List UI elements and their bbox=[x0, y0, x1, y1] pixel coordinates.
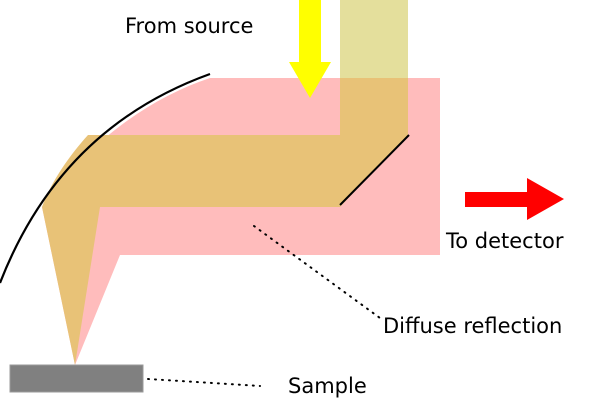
incident-beam-entry bbox=[340, 0, 408, 78]
source-arrow bbox=[289, 0, 331, 98]
detector-label: To detector bbox=[445, 229, 564, 253]
detector-arrow bbox=[465, 178, 564, 220]
source-label: From source bbox=[125, 14, 253, 38]
diffuse-reflection-label: Diffuse reflection bbox=[383, 314, 562, 338]
flat-mirror bbox=[339, 134, 410, 206]
sample-leader-line bbox=[147, 378, 261, 387]
diffuse-leader-line bbox=[253, 225, 381, 319]
sample-block bbox=[9, 364, 144, 393]
incident-beam bbox=[42, 78, 408, 365]
sample-label: Sample bbox=[288, 374, 367, 398]
curved-mirror bbox=[0, 72, 211, 284]
